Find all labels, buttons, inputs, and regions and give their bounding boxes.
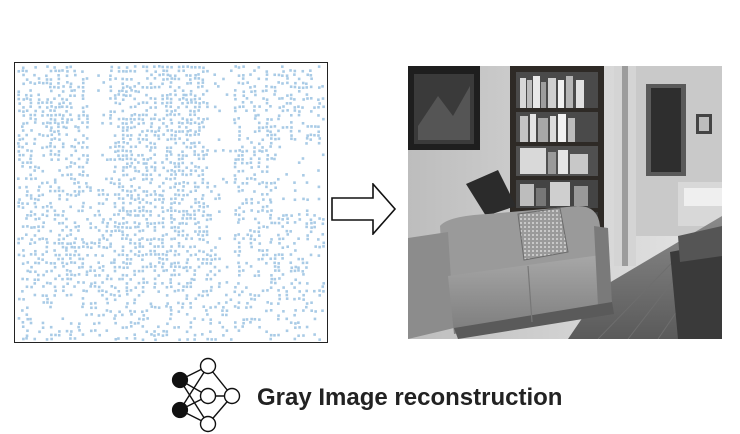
sparse-input-image bbox=[14, 62, 328, 343]
doorway bbox=[614, 66, 722, 266]
dark-jacket bbox=[466, 170, 516, 216]
armchair bbox=[670, 226, 722, 339]
sparse-dots-canvas bbox=[17, 65, 326, 342]
neural-network-icon bbox=[171, 357, 241, 433]
room-scene bbox=[408, 66, 722, 339]
reconstructed-gray-image bbox=[408, 66, 722, 339]
caption-title: Gray Image reconstruction bbox=[257, 384, 563, 411]
caption-row: Gray Image reconstruction bbox=[168, 354, 588, 434]
right-arrow-icon bbox=[331, 183, 397, 235]
pillow bbox=[517, 207, 569, 261]
